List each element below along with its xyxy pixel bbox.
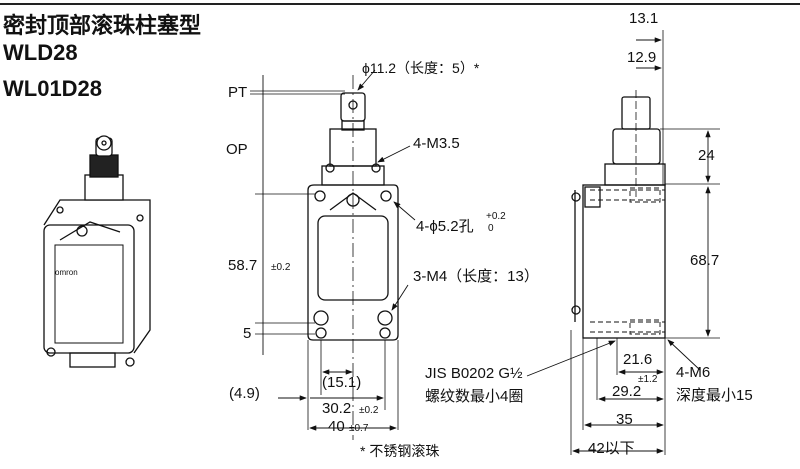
dim-68-7: 68.7 bbox=[690, 252, 720, 269]
label-screw-m35: 4-M3.5 bbox=[413, 135, 460, 152]
hole-tol-lower: 0 bbox=[488, 223, 494, 234]
dim-40: 40 bbox=[328, 418, 345, 435]
m6-label-2: 深度最小15 bbox=[676, 387, 753, 404]
label-roller: ϕ11.2（长度：5）* bbox=[362, 60, 480, 76]
dim-4-9: (4.9) bbox=[229, 385, 260, 402]
thread-label-2: 螺纹数最小4圈 bbox=[425, 388, 524, 405]
top-rule bbox=[0, 3, 800, 5]
dim-21-6: 21.6 bbox=[623, 351, 653, 368]
front-view bbox=[250, 69, 416, 440]
dim-5: 5 bbox=[243, 325, 252, 342]
dim-30-2: 30.2 bbox=[322, 400, 352, 417]
dim-29-2: 29.2 bbox=[612, 383, 642, 400]
label-hole: 4-ϕ5.2孔 bbox=[416, 218, 474, 235]
label-screw-m4: 3-M4（长度：13） bbox=[413, 268, 539, 285]
dim-15-1: (15.1) bbox=[322, 374, 362, 391]
model-wld28: WLD28 bbox=[3, 40, 78, 65]
dim-24: 24 bbox=[698, 147, 715, 164]
switch-illustration bbox=[43, 135, 151, 368]
m6-label-1: 4-M6 bbox=[676, 364, 711, 381]
dim-58-7-tol: ±0.2 bbox=[271, 262, 291, 273]
label-pt: PT bbox=[228, 84, 248, 101]
side-view bbox=[526, 30, 720, 455]
dim-35: 35 bbox=[616, 411, 633, 428]
thread-label-1: JIS B0202 G½ bbox=[425, 365, 523, 382]
product-title-cn: 密封顶部滚珠柱塞型 bbox=[3, 13, 202, 38]
brand-logo: omron bbox=[55, 268, 78, 277]
dim-29-2-tol: ±1.2 bbox=[638, 374, 658, 385]
label-op: OP bbox=[226, 141, 248, 158]
dim-30-2-tol: ±0.2 bbox=[359, 405, 379, 416]
hole-tol-upper: +0.2 bbox=[486, 211, 506, 222]
dim-42: 42以下 bbox=[588, 440, 635, 457]
note-stainless: * 不锈钢滚珠 bbox=[360, 443, 440, 459]
model-wl01d28: WL01D28 bbox=[3, 76, 103, 101]
dim-40-tol: ±0.7 bbox=[349, 423, 369, 434]
dim-13-1: 13.1 bbox=[629, 10, 659, 27]
dim-12-9: 12.9 bbox=[627, 49, 657, 66]
dim-58-7: 58.7 bbox=[228, 257, 258, 274]
